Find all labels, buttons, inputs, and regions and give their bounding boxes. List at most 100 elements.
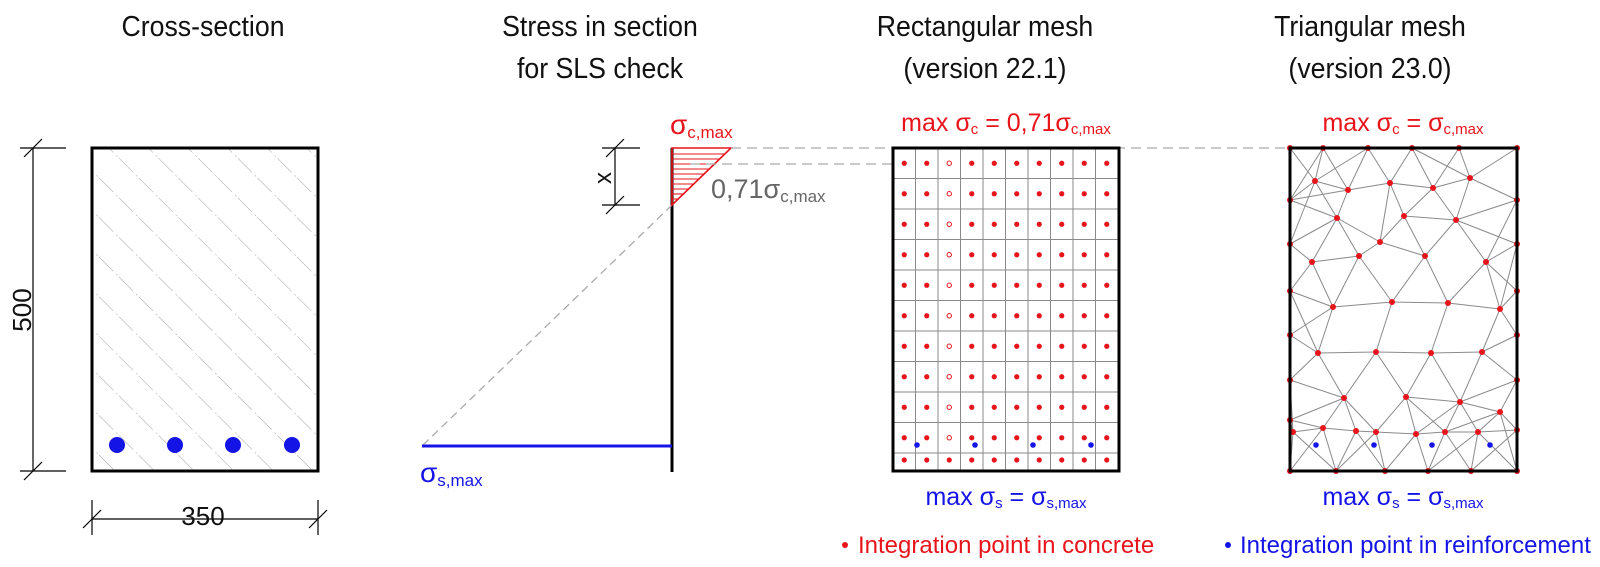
stress-title-line1: Stress in section: [502, 11, 698, 43]
tri-mesh-edge: [1289, 419, 1324, 429]
tri-mesh-edge: [1427, 431, 1479, 472]
rect-concrete-point: [969, 191, 975, 197]
tri-mesh-edge: [1469, 147, 1518, 179]
tri-mesh-edge: [1455, 199, 1518, 221]
tri-concrete-point: [1422, 253, 1428, 259]
rect-concrete-point: [946, 343, 952, 349]
tri-mesh-edge: [1314, 147, 1324, 182]
rect-concrete-point: [1104, 313, 1110, 319]
rect-concrete-point: [901, 191, 907, 197]
tri-mesh-edge: [1317, 351, 1377, 354]
legend-reinforcement-label: Integration point in reinforcement: [1240, 532, 1591, 559]
rect-concrete-point: [924, 160, 930, 166]
rect-concrete-point: [1081, 374, 1087, 380]
rect-concrete-point: [901, 282, 907, 288]
tri-mesh-edge: [1424, 219, 1457, 257]
tri-mesh-edge: [1458, 147, 1471, 179]
rect-mesh-outline: [891, 146, 1121, 473]
tri-mesh-edge: [1447, 302, 1501, 310]
tri-bottom-sub2: s,max: [1444, 495, 1485, 512]
tri-mesh-edge: [1499, 411, 1518, 472]
rect-concrete-point: [1081, 221, 1087, 227]
tri-mesh-edge: [1403, 215, 1426, 257]
tri-bottom-mid: = σ: [1400, 483, 1444, 511]
tri-mesh-edge: [1289, 180, 1316, 245]
tri-mesh-edge: [1289, 306, 1334, 336]
rect-concrete-point: [969, 282, 975, 288]
rect-concrete-point: [1036, 435, 1042, 441]
rect-concrete-point: [1036, 313, 1042, 319]
rect-concrete-point: [1104, 435, 1110, 441]
rect-concrete-point: [1081, 252, 1087, 258]
rect-concrete-point: [969, 435, 975, 441]
tri-mesh-edge: [1415, 433, 1429, 472]
rebar-3: [225, 437, 241, 453]
tri-concrete-point: [1479, 349, 1485, 355]
triangular-mesh: [1287, 145, 1520, 474]
tri-concrete-point: [1497, 306, 1503, 312]
tri-concrete-point: [1453, 217, 1459, 223]
tri-mesh-edge: [1499, 243, 1518, 310]
tri-mesh-edge: [1355, 430, 1377, 433]
rect-mesh-grid: [893, 148, 1119, 471]
rect-mesh-max-concrete: max σc = 0,71σc,max: [901, 109, 1111, 138]
cross-section-outline: [90, 146, 320, 473]
rect-concrete-point: [969, 343, 975, 349]
tri-mesh-edge: [1289, 180, 1316, 201]
cross-section: [90, 146, 320, 473]
tri-mesh-edge: [1432, 177, 1471, 189]
rect-concrete-point: [991, 252, 997, 258]
tri-mesh-edge: [1343, 397, 1377, 433]
rect-concrete-point: [924, 313, 930, 319]
rect-concrete-point: [991, 160, 997, 166]
tri-mesh-edge: [1470, 429, 1518, 472]
tri-mesh-edge: [1430, 351, 1483, 354]
tri-mesh-edge: [1317, 306, 1334, 354]
tri-mesh-edge: [1375, 431, 1417, 435]
tri-mesh-edges: [1289, 147, 1518, 472]
tri-mesh-edge: [1314, 180, 1349, 191]
sigma-c-subscript: c,max: [687, 123, 733, 142]
tri-top-prefix: max σ: [1322, 109, 1392, 137]
tri-mesh-edge: [1289, 243, 1313, 263]
tri-mesh-edge: [1485, 243, 1518, 263]
tri-mesh-edge: [1379, 215, 1405, 243]
rect-steel-point: [1088, 442, 1094, 448]
tri-concrete-point: [1428, 350, 1434, 356]
rect-concrete-point: [924, 343, 930, 349]
tri-mesh-edge: [1389, 182, 1434, 189]
tri-mesh-edge: [1481, 351, 1518, 381]
rect-concrete-point: [1104, 191, 1110, 197]
rect-concrete-point: [924, 221, 930, 227]
tri-concrete-point: [1389, 299, 1395, 305]
tri-mesh-edge: [1375, 351, 1432, 354]
rect-concrete-point: [924, 435, 930, 441]
tri-mesh-max-concrete: max σc = σc,max: [1322, 109, 1484, 138]
rect-concrete-point: [969, 160, 975, 166]
tri-mesh-edge: [1424, 255, 1449, 304]
rect-mesh-points: [901, 160, 1110, 463]
tri-mesh-edge: [1322, 427, 1337, 472]
tri-mesh-edge: [1289, 147, 1316, 182]
tri-mesh-edge: [1332, 255, 1360, 308]
tri-bottom-prefix: max σ: [1322, 483, 1392, 511]
rect-concrete-point: [969, 313, 975, 319]
tri-mesh-edge: [1485, 261, 1501, 310]
neutral-axis-projection: [421, 204, 673, 447]
tri-mesh-edge: [1430, 302, 1449, 354]
tri-mesh-edge: [1289, 334, 1319, 354]
legend-concrete-dot: [842, 542, 848, 548]
tri-concrete-point: [1373, 349, 1379, 355]
rect-concrete-point: [1059, 457, 1065, 463]
tri-mesh-edge: [1411, 147, 1434, 189]
rect-concrete-point: [991, 313, 997, 319]
tri-mesh-edge: [1499, 290, 1518, 310]
rect-concrete-point: [991, 191, 997, 197]
tri-mesh-edge: [1405, 396, 1446, 433]
tri-concrete-point: [1312, 178, 1318, 184]
tri-concrete-point: [1445, 300, 1451, 306]
rect-concrete-point: [946, 191, 952, 197]
tri-mesh-edge: [1343, 397, 1357, 432]
tri-mesh-edge: [1292, 431, 1337, 472]
